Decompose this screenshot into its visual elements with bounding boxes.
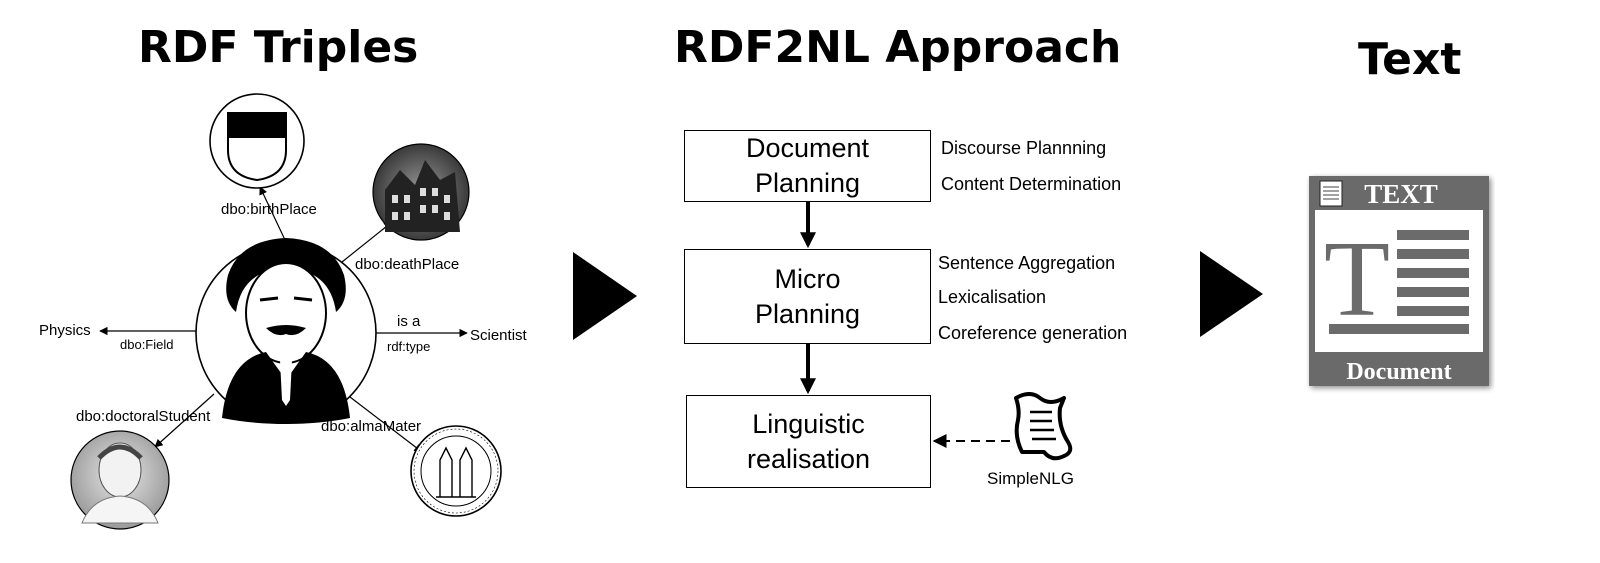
task-discourse-planning: Discourse Plannning (941, 138, 1107, 158)
building-photo-icon (372, 143, 470, 241)
micro-planning-box: Micro Planning (684, 249, 931, 344)
document-planning-line2: Planning (754, 168, 861, 198)
scroll-icon (1014, 392, 1073, 461)
document-top-label: TEXT (1364, 179, 1438, 209)
label-doctoral-student: dbo:doctoralStudent (76, 408, 211, 425)
label-field-object: Physics (39, 322, 91, 339)
micro-planning-line2: Planning (754, 298, 861, 329)
portrait-icon (195, 238, 377, 424)
task-coreference-generation: Coreference generation (938, 323, 1128, 343)
student-portrait-icon (70, 430, 170, 530)
task-content-determination: Content Determination (941, 174, 1122, 194)
micro-planning-line1: Micro (774, 263, 841, 294)
linguistic-realisation-line1: Linguistic (752, 408, 865, 439)
edge-alma-mater (349, 396, 423, 453)
document-planning-line1: Document (745, 133, 870, 163)
document-planning-box: Document Planning (684, 130, 931, 202)
play-arrow-icon (573, 252, 637, 340)
label-alma-mater: dbo:almaMater (321, 418, 422, 435)
label-is-a: is a (397, 313, 421, 330)
label-birth-place: dbo:birthPlace (221, 201, 317, 218)
simplenlg-label: SimpleNLG (987, 469, 1074, 488)
university-seal-icon (410, 425, 502, 517)
edge-deathplace (341, 221, 393, 263)
label-death-place: dbo:deathPlace (355, 256, 460, 273)
linguistic-realisation-line2: realisation (746, 443, 871, 474)
label-rdf-type: rdf:type (387, 339, 431, 354)
document-icon: TEXT T Document (1309, 176, 1489, 386)
edge-doctoral-student (154, 393, 215, 448)
task-sentence-aggregation: Sentence Aggregation (938, 253, 1116, 273)
label-field: dbo:Field (120, 337, 174, 352)
document-glyph: T (1324, 220, 1390, 339)
heading-rdf2nl-approach: RDF2NL Approach (674, 22, 1122, 73)
document-bottom-label: Document (1346, 359, 1451, 385)
edge-birthplace (259, 186, 287, 243)
play-arrow-icon (1200, 251, 1263, 337)
rdf-graph (70, 93, 502, 530)
task-lexicalisation: Lexicalisation (938, 287, 1047, 307)
heading-text: Text (1358, 34, 1462, 85)
linguistic-realisation-box: Linguistic realisation (686, 395, 931, 488)
coat-of-arms-icon (209, 93, 305, 189)
heading-rdf-triples: RDF Triples (138, 22, 419, 73)
label-type-object: Scientist (470, 327, 527, 344)
